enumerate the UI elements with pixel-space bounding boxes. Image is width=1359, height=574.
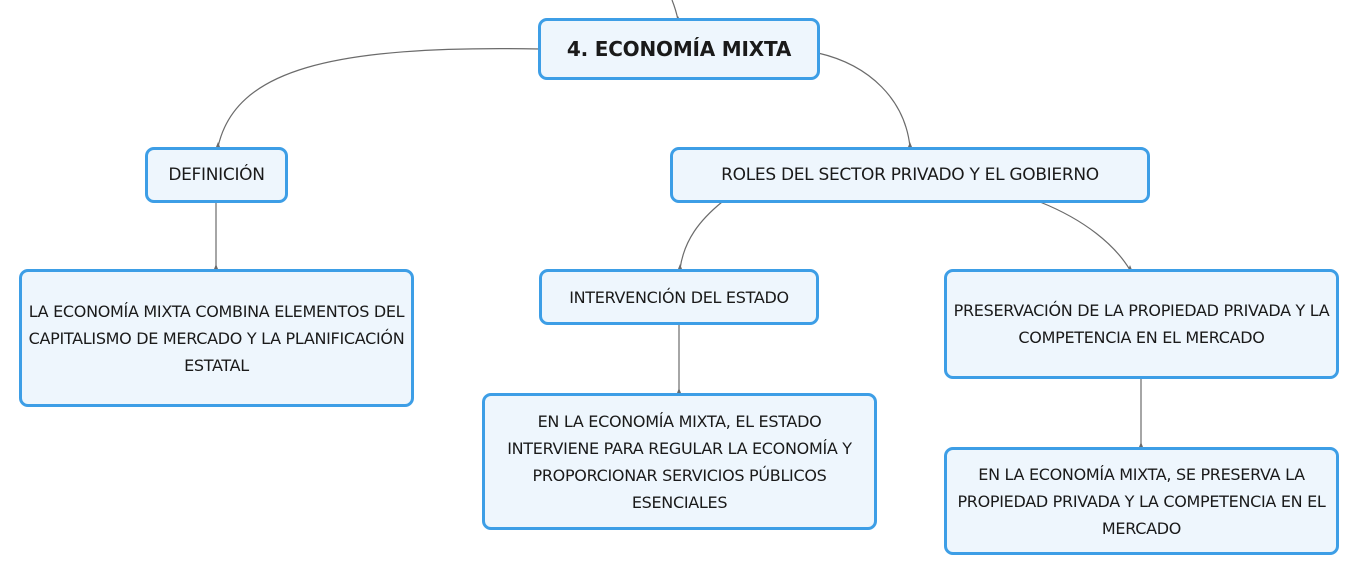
- intervencion-node[interactable]: INTERVENCIÓN DEL ESTADO: [539, 269, 819, 325]
- intervencion-detail-node[interactable]: EN LA ECONOMÍA MIXTA, EL ESTADO INTERVIE…: [482, 393, 877, 530]
- preservacion-detail-text: EN LA ECONOMÍA MIXTA, SE PRESERVA LA PRO…: [957, 464, 1326, 538]
- preservacion-node[interactable]: PRESERVACIÓN DE LA PROPIEDAD PRIVADA Y L…: [944, 269, 1339, 379]
- intervencion-detail-text: EN LA ECONOMÍA MIXTA, EL ESTADO INTERVIE…: [507, 411, 852, 512]
- connector-roles-to-intervencion: [679, 201, 723, 270]
- definicion-label: DEFINICIÓN: [168, 164, 265, 185]
- intervencion-label: INTERVENCIÓN DEL ESTADO: [569, 287, 789, 307]
- roles-label: ROLES DEL SECTOR PRIVADO Y EL GOBIERNO: [721, 164, 1099, 185]
- root-topic-node[interactable]: 4. ECONOMÍA MIXTA: [538, 18, 820, 80]
- roles-node[interactable]: ROLES DEL SECTOR PRIVADO Y EL GOBIERNO: [670, 147, 1150, 203]
- preservacion-detail-node[interactable]: EN LA ECONOMÍA MIXTA, SE PRESERVA LA PRO…: [944, 447, 1339, 555]
- definicion-detail-node[interactable]: LA ECONOMÍA MIXTA COMBINA ELEMENTOS DEL …: [19, 269, 414, 407]
- root-topic-label: 4. ECONOMÍA MIXTA: [566, 36, 792, 61]
- connector-root-to-definicion: [217, 48, 541, 148]
- definicion-node[interactable]: DEFINICIÓN: [145, 147, 288, 203]
- connector-root-to-roles: [817, 52, 911, 148]
- preservacion-label: PRESERVACIÓN DE LA PROPIEDAD PRIVADA Y L…: [953, 301, 1330, 347]
- connector-parent-to-root: [671, 0, 679, 21]
- definicion-detail-text: LA ECONOMÍA MIXTA COMBINA ELEMENTOS DEL …: [28, 301, 405, 375]
- connector-roles-to-preservacion: [1039, 201, 1131, 271]
